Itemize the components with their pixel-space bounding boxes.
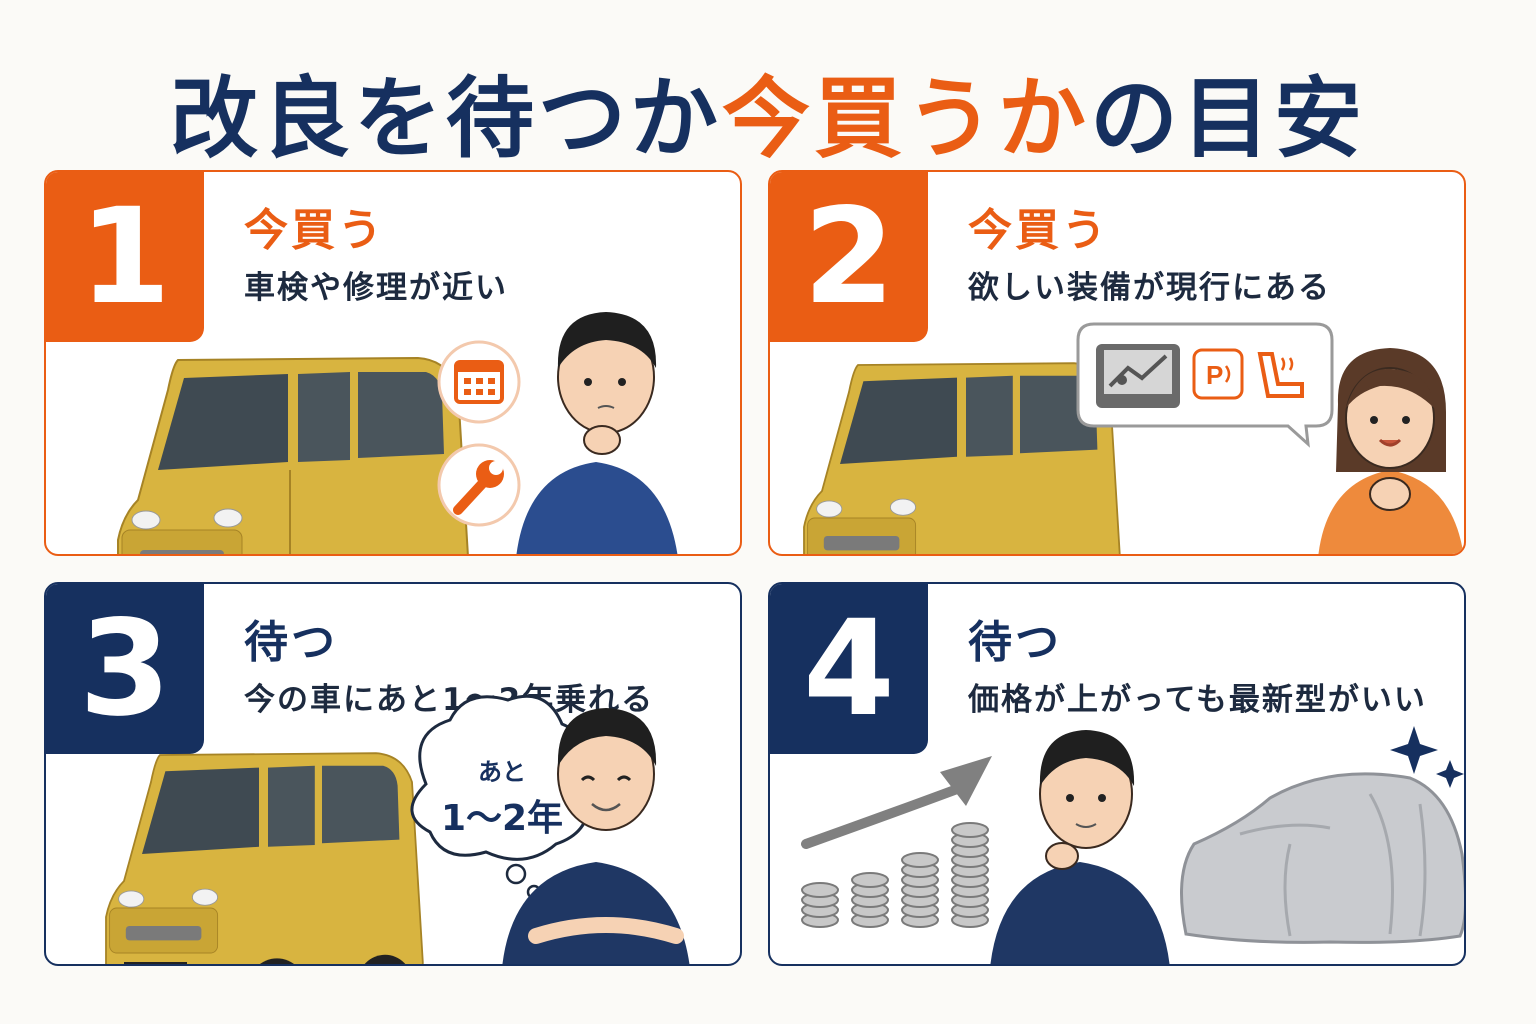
heated-seat-icon — [1257, 352, 1304, 398]
sparkle-icon — [1390, 726, 1464, 788]
title-part2: の目安 — [1090, 67, 1367, 170]
parking-sensor-icon: P — [1192, 348, 1244, 400]
calendar-icon — [437, 340, 521, 424]
card-condition: 車検や修理が近い — [244, 270, 508, 306]
card-verdict: 今買う — [244, 205, 385, 256]
thinking-man-illustration — [516, 312, 678, 554]
coin-stacks-icon — [801, 822, 989, 928]
covered-new-car-illustration — [1180, 772, 1464, 944]
card-4: 4 待つ 価格が上がっても最新型がいい — [768, 582, 1466, 966]
wrench-icon — [437, 443, 521, 527]
bubble-line2: 1〜2年 — [441, 798, 563, 839]
title-accent: 今買うか — [721, 67, 1090, 170]
card-verdict: 待つ — [244, 617, 338, 668]
title-part1: 改良を待つか — [169, 67, 722, 170]
thinking-man-illustration — [990, 730, 1170, 964]
card-2-illustration: P — [803, 322, 1464, 554]
card-verdict: 今買う — [968, 205, 1109, 256]
card-1-illustration — [117, 312, 678, 554]
kei-car-illustration — [803, 362, 1121, 554]
card-3-illustration: あと 1〜2年 — [105, 694, 690, 964]
card-condition: 欲しい装備が現行にある — [968, 270, 1331, 306]
page-title: 改良を待つか今買うかの目安 — [0, 48, 1536, 175]
card-number: 4 — [770, 584, 928, 754]
rising-arrow-icon — [801, 756, 992, 849]
svg-text:P: P — [1206, 360, 1223, 390]
card-3: 3 待つ 今の車にあと1〜2年乗れる あと 1〜2年 — [44, 582, 742, 966]
card-2: 2 今買う 欲しい装備が現行にある P — [768, 170, 1466, 556]
card-condition: 価格が上がっても最新型がいい — [968, 682, 1427, 718]
card-number: 2 — [770, 172, 928, 342]
kei-car-illustration — [117, 356, 469, 554]
card-condition: 今の車にあと1〜2年乗れる — [244, 682, 655, 718]
card-number: 3 — [46, 584, 204, 754]
card-4-illustration — [801, 726, 1464, 964]
card-number: 1 — [46, 172, 204, 342]
bubble-line1: あと — [478, 758, 526, 786]
kei-car-illustration — [105, 752, 424, 964]
thought-bubble: あと 1〜2年 — [410, 694, 592, 900]
card-1: 1 今買う 車検や修理が近い — [44, 170, 742, 556]
navigation-icon — [1096, 344, 1180, 408]
happy-woman-illustration — [1318, 348, 1464, 554]
card-verdict: 待つ — [968, 617, 1062, 668]
smiling-man-illustration — [502, 708, 690, 964]
